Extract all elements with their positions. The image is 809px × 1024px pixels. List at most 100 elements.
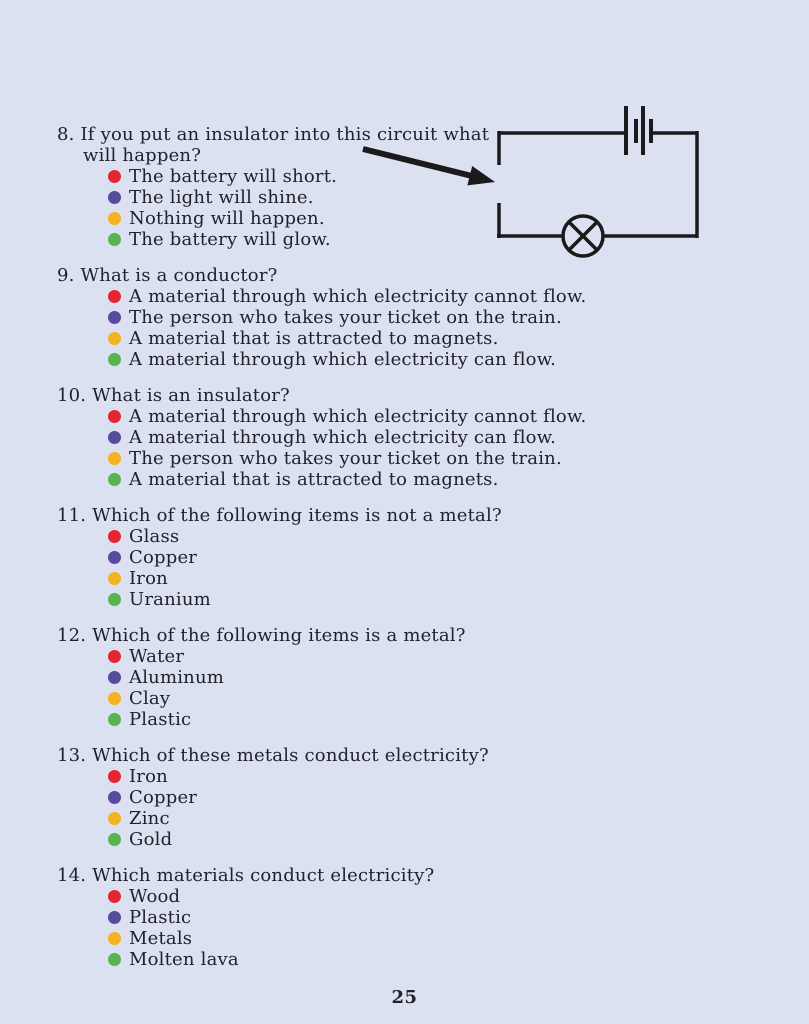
red-bullet-icon (108, 530, 121, 543)
lamp-cross-line (567, 220, 599, 252)
question-8: 8. If you put an insulator into this cir… (57, 124, 737, 250)
options-list: Wood Plastic Metals Molten lava (57, 886, 737, 970)
yellow-bullet-icon (108, 572, 121, 585)
green-bullet-icon (108, 833, 121, 846)
answer-option: Plastic (108, 907, 737, 928)
green-bullet-icon (108, 473, 121, 486)
purple-bullet-icon (108, 671, 121, 684)
arrow-shaft (362, 146, 477, 180)
option-label: Iron (129, 568, 168, 589)
option-label: A material that is attracted to magnets. (129, 469, 499, 490)
option-label: Plastic (129, 907, 192, 928)
green-bullet-icon (108, 353, 121, 366)
answer-option: The person who takes your ticket on the … (108, 448, 737, 469)
purple-bullet-icon (108, 791, 121, 804)
option-label: Water (129, 646, 185, 667)
answer-option: Glass (108, 526, 737, 547)
question-number: 12. (57, 625, 87, 646)
options-list: Water Aluminum Clay Plastic (57, 646, 737, 730)
question-text: 12. Which of the following items is a me… (57, 625, 466, 646)
red-bullet-icon (108, 290, 121, 303)
option-label: Copper (129, 547, 198, 568)
option-label: Plastic (129, 709, 192, 730)
yellow-bullet-icon (108, 932, 121, 945)
question-number: 10. (57, 385, 87, 406)
answer-option: The battery will glow. (108, 229, 737, 250)
question-11: 11. Which of the following items is not … (57, 505, 737, 610)
answer-option: A material that is attracted to magnets. (108, 328, 737, 349)
option-label: The light will shine. (129, 187, 314, 208)
question-number: 8. (57, 124, 75, 145)
option-label: Metals (129, 928, 193, 949)
answer-option: Iron (108, 568, 737, 589)
purple-bullet-icon (108, 431, 121, 444)
option-label: The person who takes your ticket on the … (129, 448, 562, 469)
question-text: 10. What is an insulator? (57, 385, 290, 406)
question-text: 14. Which materials conduct electricity? (57, 865, 435, 886)
red-bullet-icon (108, 170, 121, 183)
option-label: A material through which electricity can… (129, 286, 587, 307)
purple-bullet-icon (108, 311, 121, 324)
lamp-icon (561, 214, 605, 258)
option-label: Uranium (129, 589, 211, 610)
question-text: 9. What is a conductor? (57, 265, 278, 286)
purple-bullet-icon (108, 551, 121, 564)
option-label: The person who takes your ticket on the … (129, 307, 562, 328)
question-number: 9. (57, 265, 75, 286)
answer-option: Molten lava (108, 949, 737, 970)
question-12: 12. Which of the following items is a me… (57, 625, 737, 730)
option-label: Iron (129, 766, 168, 787)
question-14: 14. Which materials conduct electricity?… (57, 865, 737, 970)
purple-bullet-icon (108, 191, 121, 204)
red-bullet-icon (108, 650, 121, 663)
green-bullet-icon (108, 233, 121, 246)
option-label: The battery will short. (129, 166, 338, 187)
red-bullet-icon (108, 410, 121, 423)
option-label: Copper (129, 787, 198, 808)
option-label: Zinc (129, 808, 170, 829)
circuit-diagram (362, 106, 699, 258)
answer-option: Wood (108, 886, 737, 907)
yellow-bullet-icon (108, 692, 121, 705)
question-9: 9. What is a conductor? A material throu… (57, 265, 737, 370)
question-text: 8. If you put an insulator into this cir… (57, 124, 490, 166)
option-label: The battery will glow. (129, 229, 331, 250)
options-list: Iron Copper Zinc Gold (57, 766, 737, 850)
page-number: 25 (391, 987, 418, 1008)
circuit-wires (497, 131, 699, 238)
options-list: A material through which electricity can… (57, 286, 737, 370)
battery-icon (624, 106, 653, 155)
green-bullet-icon (108, 593, 121, 606)
answer-option: A material through which electricity can… (108, 349, 737, 370)
options-list: The battery will short. The light will s… (57, 166, 737, 250)
yellow-bullet-icon (108, 452, 121, 465)
answer-option: Copper (108, 547, 737, 568)
question-13: 13. Which of these metals conduct electr… (57, 745, 737, 850)
answer-option: Metals (108, 928, 737, 949)
option-label: Glass (129, 526, 180, 547)
answer-option: A material through which electricity can… (108, 406, 737, 427)
question-number: 13. (57, 745, 87, 766)
yellow-bullet-icon (108, 212, 121, 225)
purple-bullet-icon (108, 911, 121, 924)
option-label: A material through which electricity can… (129, 406, 587, 427)
answer-option: The battery will short. (108, 166, 737, 187)
question-10: 10. What is an insulator? A material thr… (57, 385, 737, 490)
answer-option: The person who takes your ticket on the … (108, 307, 737, 328)
question-text: 13. Which of these metals conduct electr… (57, 745, 489, 766)
answer-option: A material through which electricity can… (108, 427, 737, 448)
answer-option: Plastic (108, 709, 737, 730)
yellow-bullet-icon (108, 812, 121, 825)
answer-option: Gold (108, 829, 737, 850)
option-label: Gold (129, 829, 173, 850)
option-label: A material that is attracted to magnets. (129, 328, 499, 349)
options-list: Glass Copper Iron Uranium (57, 526, 737, 610)
questions-list: 8. If you put an insulator into this cir… (57, 124, 737, 985)
red-bullet-icon (108, 890, 121, 903)
question-number: 11. (57, 505, 87, 526)
green-bullet-icon (108, 953, 121, 966)
option-label: A material through which electricity can… (129, 349, 557, 370)
answer-option: Clay (108, 688, 737, 709)
options-list: A material through which electricity can… (57, 406, 737, 490)
